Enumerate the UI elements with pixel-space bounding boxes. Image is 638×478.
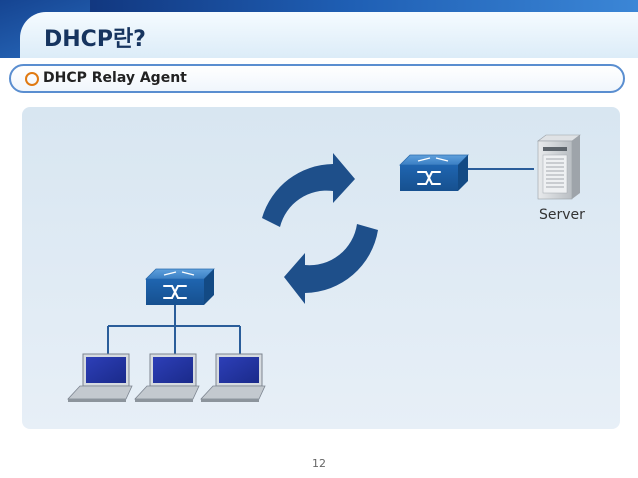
title-bar: DHCP란? [0,0,638,58]
title-inner [20,12,638,58]
page-number: 12 [312,457,326,470]
top-switch-icon [399,154,469,191]
page-title: DHCP란? [44,27,146,52]
bottom-switch-icon [145,268,215,305]
lan-links [107,305,241,357]
server-icon [537,134,581,200]
network-diagram: Server [22,107,620,429]
relay-cycle-arrows-icon [262,153,378,304]
laptop-icon [200,353,266,402]
laptop-icon [67,353,133,402]
server-label: Server [539,207,585,223]
section-title: DHCP Relay Agent [43,70,187,86]
section-bar: DHCP Relay Agent [9,64,625,93]
laptop-icon [134,353,200,402]
diagram-canvas [67,134,581,402]
title-top-strip [0,0,638,12]
circle-bullet-icon [25,72,39,86]
